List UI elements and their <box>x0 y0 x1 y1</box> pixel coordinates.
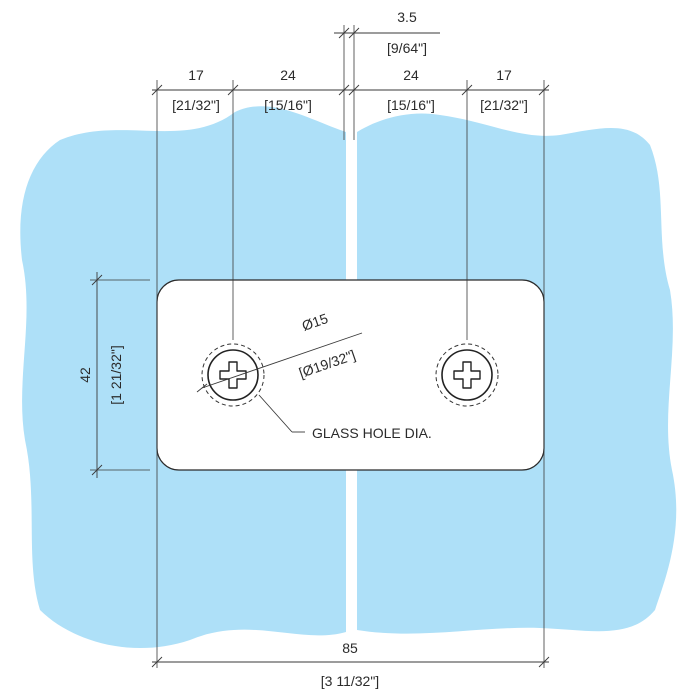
right-inner-metric-label: 24 <box>403 67 419 83</box>
extension-lines <box>90 25 545 668</box>
gap-dimension <box>334 27 440 39</box>
left-edge-imperial-label: [21/32"] <box>172 97 220 113</box>
total-imperial-label: [3 11/32"] <box>321 673 379 689</box>
glass-hole-outline-right <box>435 343 499 407</box>
top-dimension-chain <box>151 84 550 96</box>
screw-right <box>435 343 499 407</box>
height-imperial-label: [1 21/32"] <box>108 345 124 404</box>
right-edge-metric-label: 17 <box>496 67 512 83</box>
height-metric-label: 42 <box>77 367 93 383</box>
right-inner-imperial-label: [15/16"] <box>387 97 435 113</box>
left-edge-metric-label: 17 <box>188 67 204 83</box>
hole-diameter-leader <box>196 332 363 433</box>
left-inner-imperial-label: [15/16"] <box>264 97 312 113</box>
gap-imperial-label: [9/64"] <box>387 40 427 56</box>
height-dimension <box>91 272 103 478</box>
total-metric-label: 85 <box>342 640 358 656</box>
left-inner-metric-label: 24 <box>280 67 296 83</box>
glass-hole-outline-left <box>201 343 265 407</box>
glass-hole-annotation: GLASS HOLE DIA. <box>312 425 432 441</box>
phillips-screw-icon <box>453 361 481 389</box>
phillips-screw-icon <box>219 361 247 389</box>
gap-metric-label: 3.5 <box>397 9 417 25</box>
right-edge-imperial-label: [21/32"] <box>480 97 528 113</box>
total-width-dimension <box>151 656 550 668</box>
screw-left <box>201 343 265 407</box>
